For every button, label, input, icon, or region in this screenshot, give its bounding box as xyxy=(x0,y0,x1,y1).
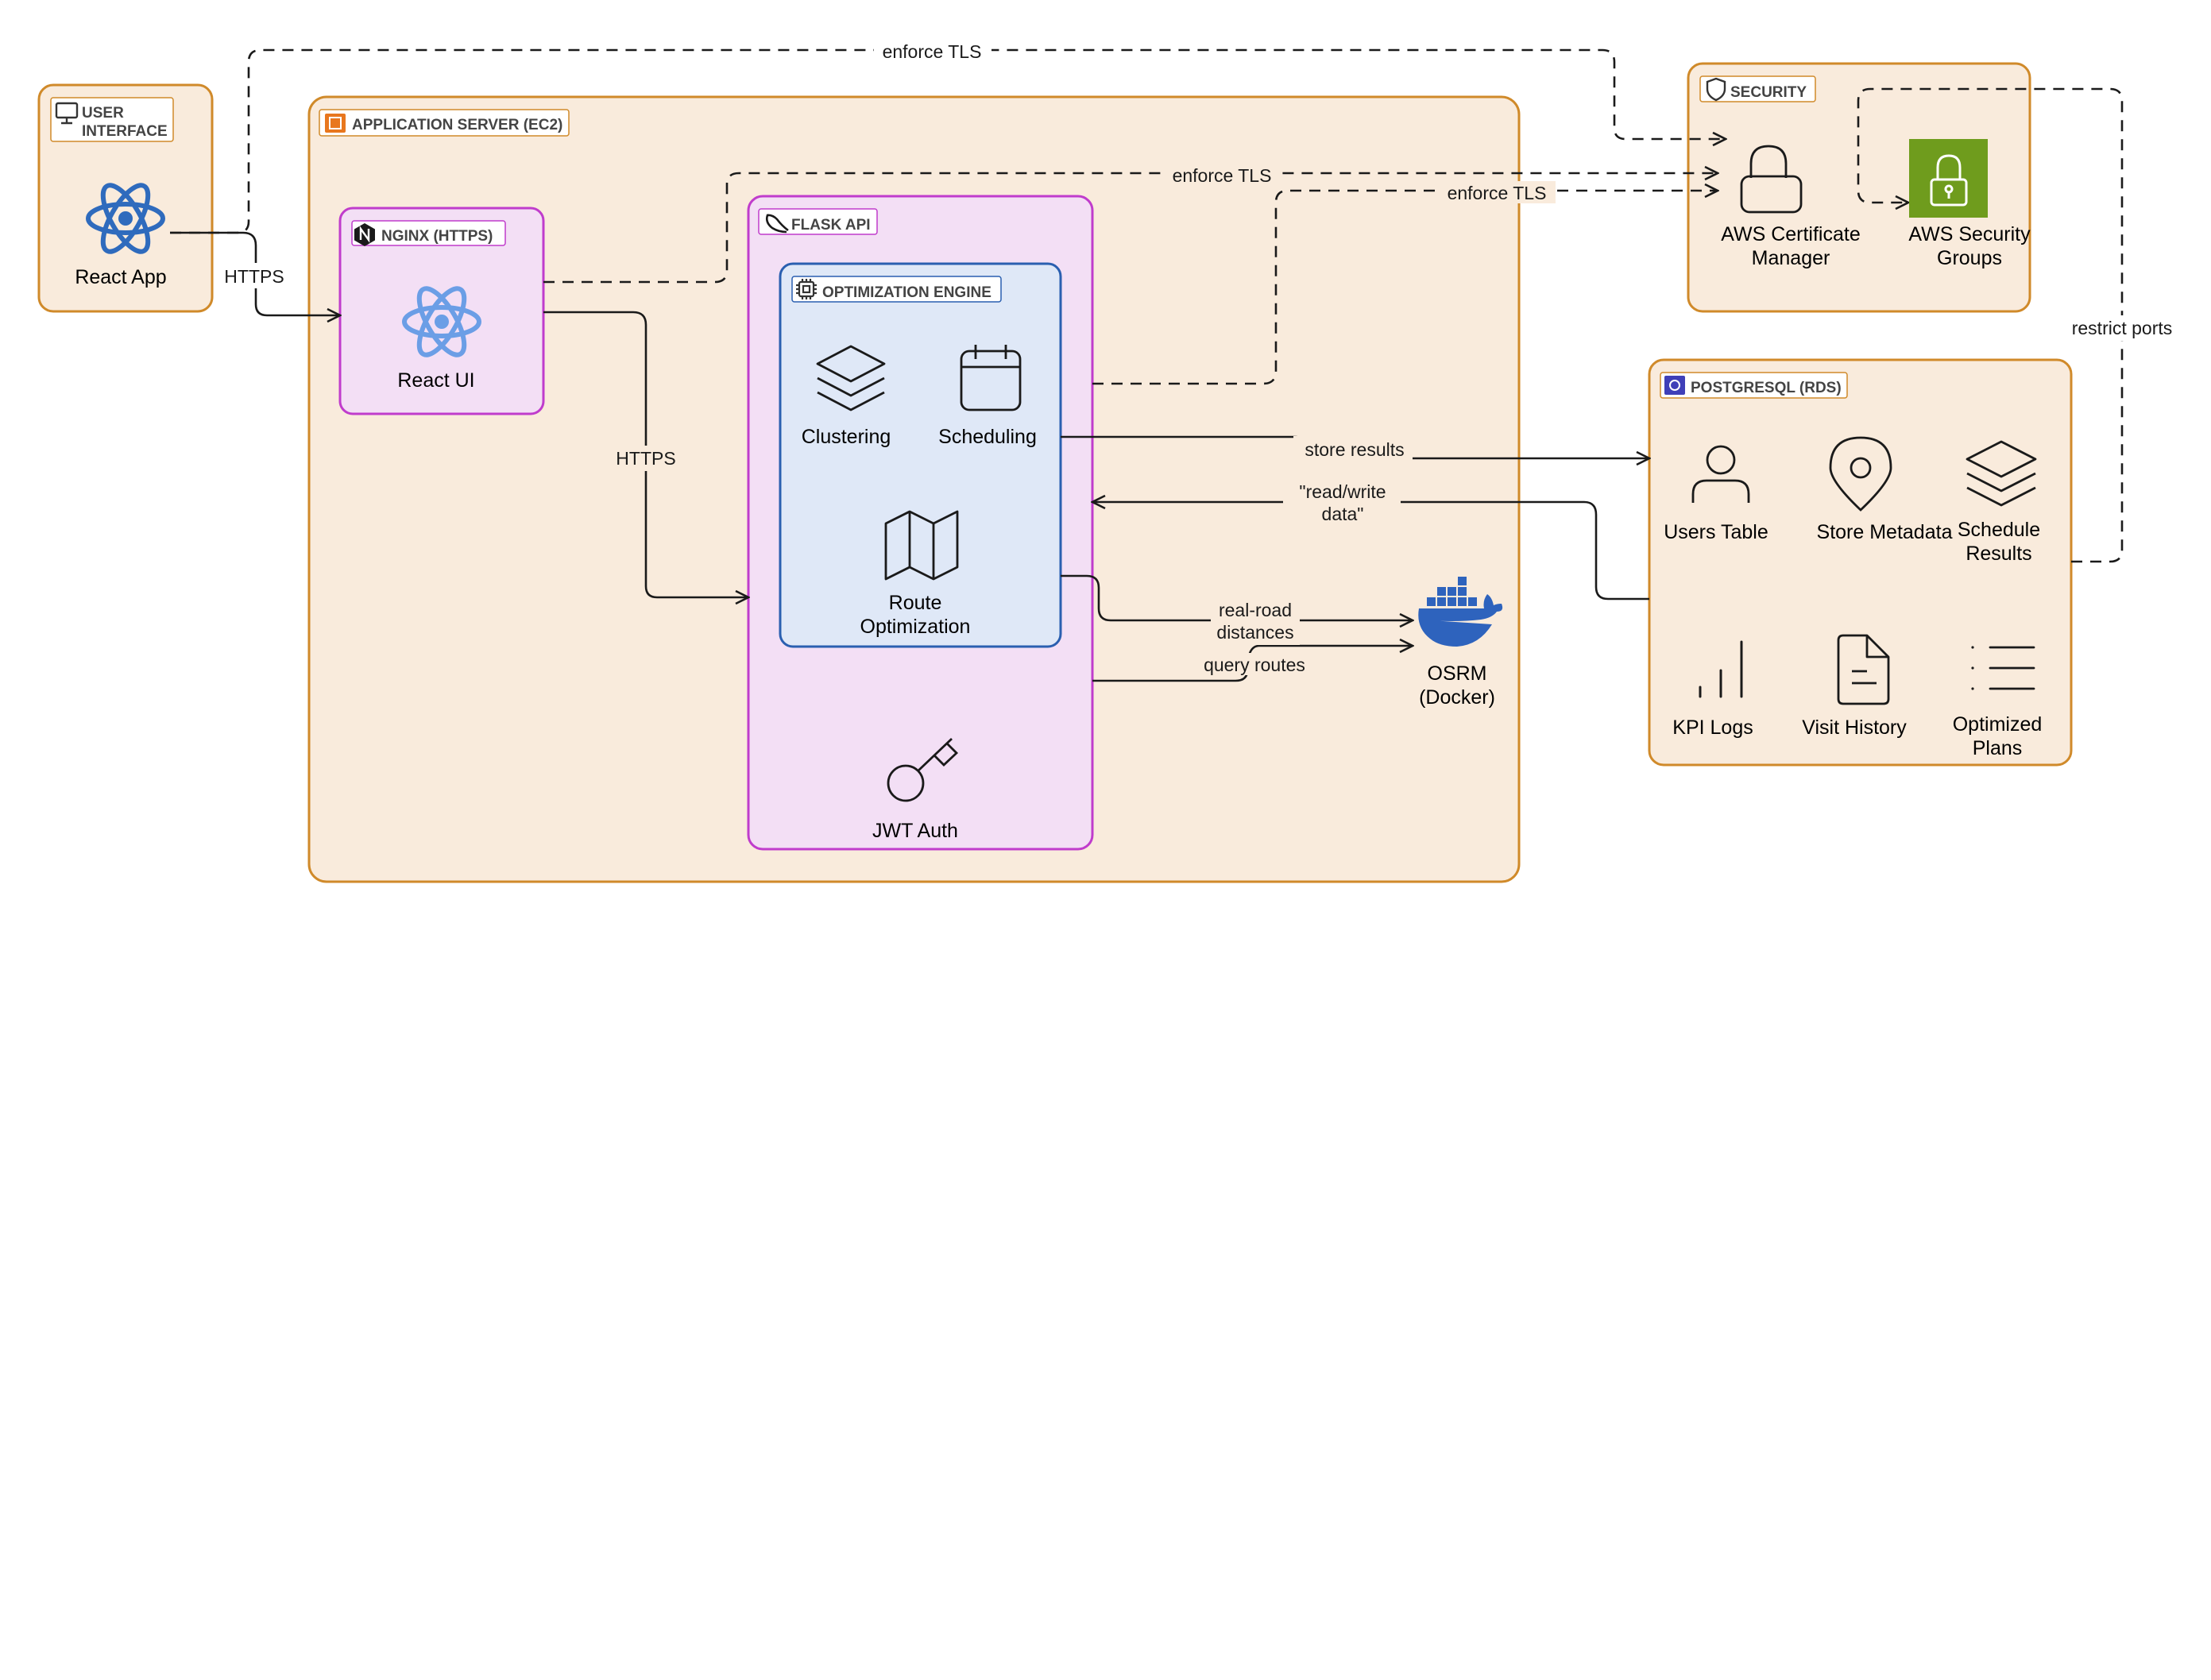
user-icon xyxy=(1691,445,1750,503)
key-icon xyxy=(887,737,959,802)
schedule-results-label-1: Schedule xyxy=(1958,519,2040,541)
user-interface-group: USER INTERFACE xyxy=(37,83,214,313)
react-ui-node: React UI xyxy=(397,286,481,392)
postgres-group: POSTGRESQL (RDS) xyxy=(1648,358,2073,767)
react-app-label: React App xyxy=(75,266,166,288)
user-interface-label-2: INTERFACE xyxy=(82,123,168,140)
database-icon xyxy=(1664,376,1685,395)
map-pin-icon xyxy=(1829,436,1892,512)
acm-label-2: Manager xyxy=(1752,247,1830,269)
docker-icon xyxy=(1418,577,1503,647)
clustering-label: Clustering xyxy=(802,426,891,448)
users-table-node: Users Table xyxy=(1664,445,1768,543)
monitor-icon xyxy=(55,102,79,125)
scheduling-node: Scheduling xyxy=(938,345,1037,448)
postgres-label: POSTGRESQL (RDS) xyxy=(1691,380,1842,396)
optimization-engine-group: OPTIMIZATION ENGINE xyxy=(779,262,1062,648)
nginx-label: NGINX (HTTPS) xyxy=(381,228,493,245)
label-https-1: HTTPS xyxy=(224,266,284,287)
react-icon xyxy=(86,183,165,254)
react-app-node: React App xyxy=(75,183,167,288)
aws-certificate-manager-node: AWS Certificate Manager xyxy=(1721,145,1861,269)
edge-nginx-enforce-tls xyxy=(543,173,1718,284)
sg-label-1: AWS Security xyxy=(1908,223,2031,245)
layers-icon xyxy=(816,345,886,411)
optimized-plans-node: Optimized Plans xyxy=(1953,646,2043,759)
react-ui-label: React UI xyxy=(397,369,474,392)
flask-icon xyxy=(765,214,789,234)
nginx-group: NGINX (HTTPS) xyxy=(338,207,545,415)
ec2-icon xyxy=(325,114,346,133)
route-optimization-node: Route Optimization xyxy=(860,510,971,638)
padlock-icon xyxy=(1930,154,1968,207)
label-real-road-1: real-road xyxy=(1219,600,1292,620)
visit-history-label: Visit History xyxy=(1802,716,1907,739)
map-icon xyxy=(884,510,959,581)
osrm-label-1: OSRM xyxy=(1428,662,1487,685)
jwt-auth-label: JWT Auth xyxy=(872,820,958,842)
route-optimization-label-2: Optimization xyxy=(860,616,971,638)
chip-icon xyxy=(796,279,817,299)
osrm-node: OSRM (Docker) xyxy=(1418,577,1503,709)
sg-label-2: Groups xyxy=(1937,247,2002,269)
visit-history-node: Visit History xyxy=(1802,634,1907,739)
label-read-write-1: "read/write xyxy=(1299,481,1386,502)
users-table-label: Users Table xyxy=(1664,521,1768,543)
edge-labels: HTTPS HTTPS enforce TLS enforce TLS enfo… xyxy=(219,38,2182,675)
user-interface-label-1: USER xyxy=(82,105,124,122)
bar-chart-icon xyxy=(1699,640,1743,698)
acm-label-1: AWS Certificate xyxy=(1721,223,1861,245)
schedule-results-label-2: Results xyxy=(1966,543,2031,565)
edge-restrict-ports xyxy=(1857,87,2124,563)
shield-icon xyxy=(1706,77,1726,102)
edge-flask-enforce-tls xyxy=(1092,191,1718,385)
kpi-logs-node: KPI Logs xyxy=(1672,640,1753,739)
security-label: SECURITY xyxy=(1730,84,1807,101)
store-metadata-label: Store Metadata xyxy=(1817,521,1953,543)
document-icon xyxy=(1837,634,1890,705)
calendar-icon xyxy=(960,345,1022,411)
label-enforce-tls-3: enforce TLS xyxy=(1448,183,1547,203)
label-restrict-ports: restrict ports xyxy=(2072,318,2173,338)
list-icon xyxy=(1971,646,2035,690)
optimized-plans-label-2: Plans xyxy=(1973,737,2023,759)
app-server-label: APPLICATION SERVER (EC2) xyxy=(352,117,562,133)
kpi-logs-label: KPI Logs xyxy=(1672,716,1753,739)
jwt-auth-node: JWT Auth xyxy=(872,737,959,842)
label-https-2: HTTPS xyxy=(616,448,675,469)
edge-real-road-distances xyxy=(1061,574,1413,620)
label-store-results: store results xyxy=(1305,439,1404,460)
edge-read-write-data xyxy=(1092,502,1649,601)
label-enforce-tls-2: enforce TLS xyxy=(1173,165,1272,186)
clustering-node: Clustering xyxy=(802,345,891,448)
react-icon xyxy=(402,286,481,357)
route-optimization-label-1: Route xyxy=(889,592,942,614)
store-metadata-node: Store Metadata xyxy=(1817,436,1953,543)
aws-security-groups-node: AWS Security Groups xyxy=(1908,139,2031,269)
label-enforce-tls-1: enforce TLS xyxy=(883,41,982,62)
label-query-routes: query routes xyxy=(1204,655,1305,675)
nginx-icon xyxy=(354,223,375,246)
optimized-plans-label-1: Optimized xyxy=(1953,713,2043,736)
lock-icon xyxy=(1740,145,1803,214)
flask-api-label: FLASK API xyxy=(791,217,871,234)
osrm-label-2: (Docker) xyxy=(1419,686,1495,709)
schedule-results-node: Schedule Results xyxy=(1958,440,2040,565)
label-read-write-2: data" xyxy=(1322,504,1364,524)
layers-icon xyxy=(1966,440,2037,507)
optimization-engine-label: OPTIMIZATION ENGINE xyxy=(822,284,991,301)
security-group: SECURITY xyxy=(1687,62,2031,313)
label-real-road-2: distances xyxy=(1216,622,1293,643)
scheduling-label: Scheduling xyxy=(938,426,1037,448)
